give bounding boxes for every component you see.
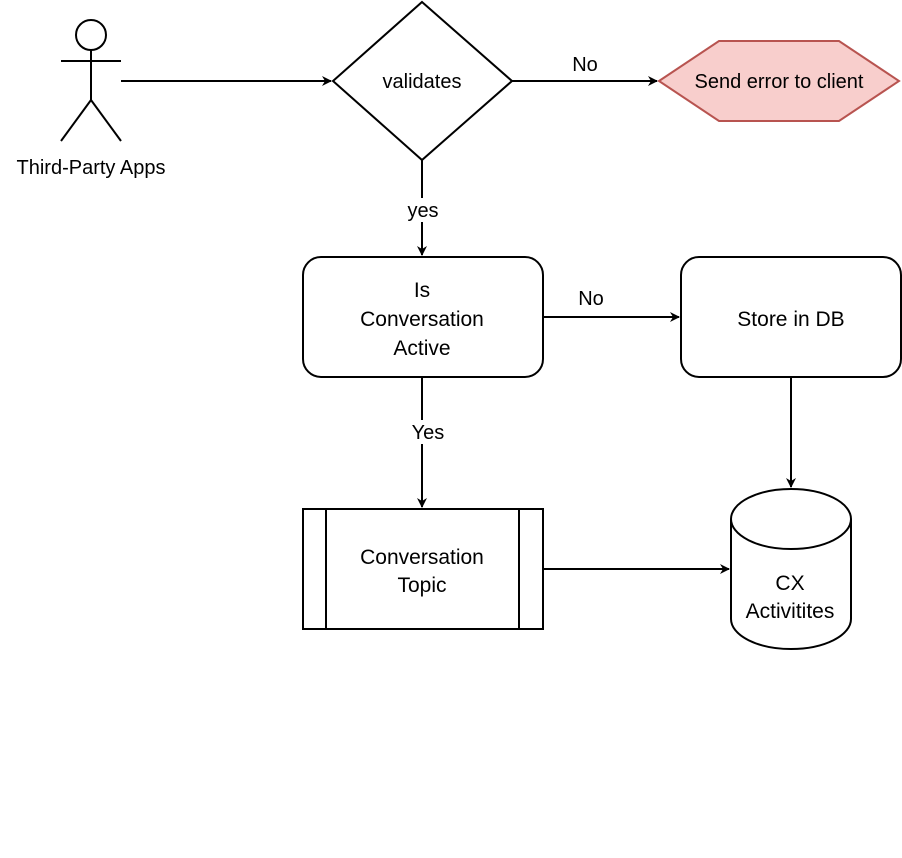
actor-label: Third-Party Apps bbox=[17, 157, 166, 179]
edge-label-active-yes: Yes bbox=[412, 422, 445, 444]
error-node-label: Send error to client bbox=[695, 71, 864, 93]
edge-validates-no: No bbox=[512, 52, 658, 86]
process-is-conversation-active: Is Conversation Active bbox=[302, 256, 544, 378]
edge-active-yes: Yes bbox=[406, 377, 446, 508]
datastore-cx-activitites: CX Activitites bbox=[730, 488, 852, 650]
edge-label-validates-yes: yes bbox=[407, 200, 438, 222]
database-cylinder-icon bbox=[730, 488, 852, 650]
topic-line-1: Conversation bbox=[360, 546, 484, 569]
actor-third-party-apps: Third-Party Apps bbox=[17, 19, 166, 179]
edge-validates-yes: yes bbox=[403, 160, 443, 256]
is-active-line-1: Is bbox=[414, 279, 430, 302]
error-node-send-error: Send error to client bbox=[657, 40, 901, 122]
stick-figure-icon bbox=[60, 19, 122, 142]
cx-line-2: Activitites bbox=[746, 600, 835, 623]
is-active-line-3: Active bbox=[393, 337, 450, 360]
edge-label-active-no: No bbox=[578, 288, 604, 310]
subprocess-conversation-topic: Conversation Topic bbox=[302, 508, 544, 630]
process-store-in-db: Store in DB bbox=[680, 256, 902, 378]
is-active-line-2: Conversation bbox=[360, 308, 484, 331]
edge-active-no: No bbox=[543, 286, 680, 322]
decision-validates-label: validates bbox=[383, 71, 462, 93]
edge-label-validates-no: No bbox=[572, 54, 598, 76]
decision-validates: validates bbox=[331, 0, 514, 162]
cx-line-1: CX bbox=[775, 572, 804, 595]
store-db-label: Store in DB bbox=[737, 308, 844, 331]
topic-line-2: Topic bbox=[397, 574, 446, 597]
